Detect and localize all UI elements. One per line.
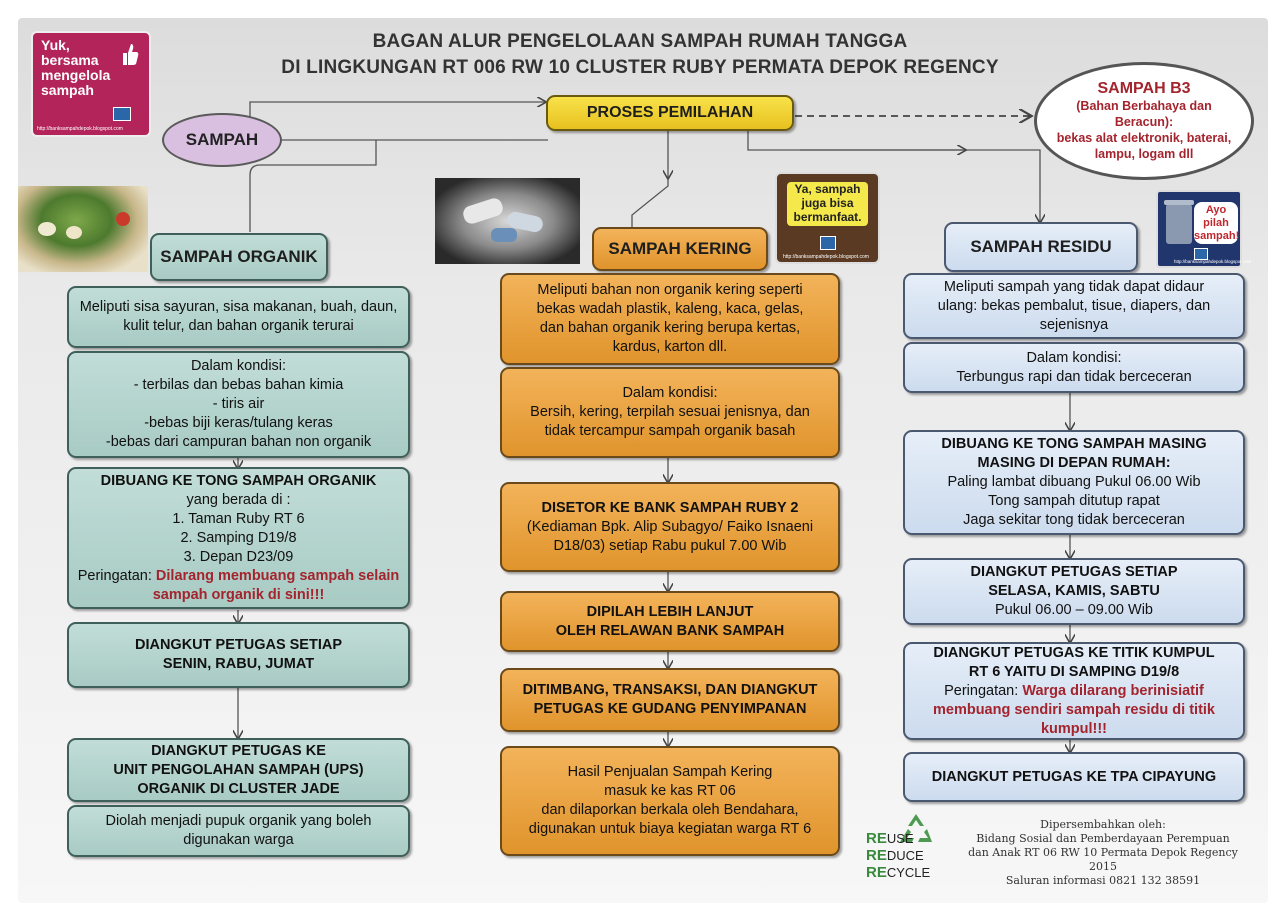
yuk-badge: Yuk, bersama mengelola sampah http://ban… — [31, 31, 151, 137]
bank-sampah-logo-icon — [1194, 248, 1208, 260]
organik-warning: Dilarang membuang sampah selain sampah o… — [152, 567, 400, 603]
residu-warning: Warga dilarang berinisiatif membuang sen… — [932, 682, 1215, 737]
kering-description: Meliputi bahan non organik kering sepert… — [500, 273, 840, 365]
line-to-kering — [631, 178, 669, 228]
residu-dibuang: DIBUANG KE TONG SAMPAH MASING MASING DI … — [903, 430, 1245, 535]
kering-dipilah: DIPILAH LEBIH LANJUT OLEH RELAWAN BANK S… — [500, 591, 840, 652]
kering-hasil: Hasil Penjualan Sampah Kering masuk ke k… — [500, 746, 840, 856]
residu-diangkut: DIANGKUT PETUGAS SETIAP SELASA, KAMIS, S… — [903, 558, 1245, 625]
title-line-2: DI LINGKUNGAN RT 006 RW 10 CLUSTER RUBY … — [281, 57, 999, 78]
organik-diangkut: DIANGKUT PETUGAS SETIAP SENIN, RABU, JUM… — [67, 622, 410, 688]
proses-pemilahan-node: PROSES PEMILAHAN — [546, 95, 794, 131]
thumbs-up-icon — [119, 41, 139, 67]
kering-ditimbang: DITIMBANG, TRANSAKSI, DAN DIANGKUT PETUG… — [500, 668, 840, 732]
reuse-reduce-recycle-logo: REUSE REDUCE RECYCLE — [866, 812, 944, 884]
sampah-kering-header: SAMPAH KERING — [592, 227, 768, 271]
bank-sampah-logo-icon — [820, 236, 836, 250]
dry-waste-photo — [435, 178, 580, 264]
kering-kondisi: Dalam kondisi: Bersih, kering, terpilah … — [500, 367, 840, 458]
organik-dibuang: DIBUANG KE TONG SAMPAH ORGANIK yang bera… — [67, 467, 410, 609]
organik-kondisi: Dalam kondisi: - terbilas dan bebas baha… — [67, 351, 410, 458]
b3-desc: bekas alat elektronik, baterai, lampu, l… — [1056, 131, 1232, 161]
arrow-sampah-to-proses — [249, 102, 545, 120]
b3-desc-red: (Bahan Berbahaya dan Beracun): — [1076, 99, 1212, 129]
residu-tpa: DIANGKUT PETUGAS KE TPA CIPAYUNG — [903, 752, 1245, 802]
residu-description: Meliputi sampah yang tidak dapat didaur … — [903, 273, 1245, 339]
sampah-organik-header: SAMPAH ORGANIK — [150, 233, 328, 281]
organik-pupuk: Diolah menjadi pupuk organik yang boleh … — [67, 805, 410, 857]
badge-url: http://banksampahdepok.blogspot.com — [37, 126, 123, 132]
ayo-pilah-badge: Ayo pilah sampah! http://banksampahdepok… — [1156, 190, 1251, 268]
sampah-residu-header: SAMPAH RESIDU — [944, 222, 1138, 272]
title-line-1: BAGAN ALUR PENGELOLAAN SAMPAH RUMAH TANG… — [372, 31, 908, 52]
sampah-b3-node: SAMPAH B3 (Bahan Berbahaya dan Beracun):… — [1034, 62, 1254, 180]
trash-can-icon — [1164, 200, 1194, 244]
organik-description: Meliputi sisa sayuran, sisa makanan, bua… — [67, 286, 410, 348]
credit-text: Dipersembahkan oleh: Bidang Sosial dan P… — [968, 818, 1238, 887]
ya-sampah-badge: Ya, sampah juga bisa bermanfaat. http://… — [775, 172, 880, 264]
residu-titik-kumpul: DIANGKUT PETUGAS KE TITIK KUMPUL RT 6 YA… — [903, 642, 1245, 740]
bank-sampah-logo-icon — [113, 107, 131, 121]
organik-ups: DIANGKUT PETUGAS KE UNIT PENGOLAHAN SAMP… — [67, 738, 410, 802]
line-to-organik — [249, 140, 377, 232]
recycle-icon — [896, 812, 936, 848]
organic-food-photo — [18, 186, 148, 272]
residu-kondisi: Dalam kondisi: Terbungus rapi dan tidak … — [903, 342, 1245, 393]
kering-disetor: DISETOR KE BANK SAMPAH RUBY 2 (Kediaman … — [500, 482, 840, 572]
b3-title: SAMPAH B3 — [1097, 80, 1191, 97]
sampah-node: SAMPAH — [162, 113, 282, 167]
